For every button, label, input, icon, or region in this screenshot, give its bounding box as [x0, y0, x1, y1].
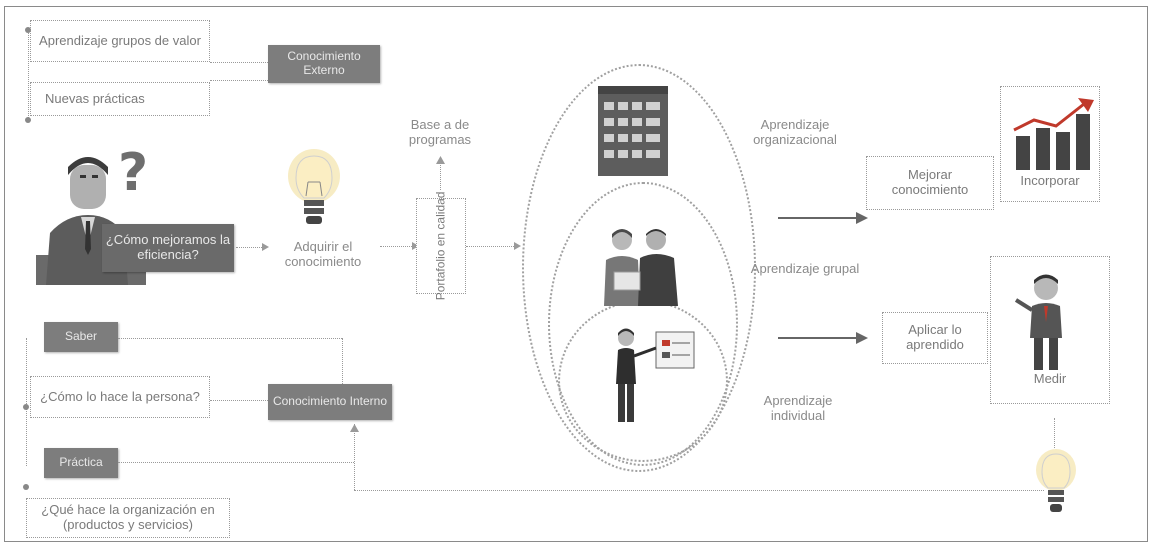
dot-top-2: [25, 117, 31, 123]
individual-learning-text: Aprendizaje individual: [763, 393, 833, 423]
connector-left-vert-bottom: [26, 338, 27, 466]
incorporate-text: Incorporar: [1020, 173, 1080, 189]
connector-bottom-vert: [354, 428, 355, 490]
org-learning-text: Aprendizaje organizacional: [753, 117, 837, 147]
arrow-head-icon: [262, 243, 269, 251]
how-to-do-text: ¿Cómo lo hace la persona?: [40, 388, 200, 404]
presenter-icon: [616, 328, 695, 422]
box-external-knowledge: Conocimiento Externo: [268, 45, 380, 83]
arrow-head-icon: [412, 242, 419, 250]
group-people-icon: [604, 229, 678, 306]
box-how-to-do: ¿Cómo lo hace la persona?: [30, 376, 210, 418]
org-learning-label: Aprendizaje organizacional: [730, 117, 860, 148]
ellipse-outer: [522, 64, 756, 472]
measure-text: Medir: [1033, 371, 1067, 387]
lightbulb-small-icon: [1036, 449, 1076, 512]
connector-ext-groups: [210, 62, 268, 63]
base-programs-label: Base a de programas: [390, 117, 490, 148]
lightbulb-icon: [288, 149, 340, 224]
waving-person-icon: [1014, 274, 1062, 370]
connector-know-internal: [118, 338, 342, 339]
box-practice: Práctica: [44, 448, 118, 478]
new-practices-text: Nuevas prácticas: [45, 90, 145, 106]
connector-internal-vert: [342, 338, 343, 384]
connector-bottom-return: [354, 490, 1044, 491]
what-org-does-text: ¿Qué hace la organización en (productos …: [41, 502, 215, 532]
svg-text:?: ?: [118, 143, 148, 203]
box-apply-learning: Aplicar lo aprendido: [882, 312, 988, 364]
connector-person-bulb: [236, 247, 266, 248]
connector-right-vert: [1054, 418, 1055, 448]
arrow-head-icon: [514, 242, 521, 250]
box-new-groups: Aprendizaje grupos de valor: [30, 20, 210, 62]
arrow-up-icon: [350, 424, 359, 432]
internal-knowledge-text: Conocimiento Interno: [272, 394, 388, 409]
vertical-box-text: Portafolio en calidad: [433, 191, 448, 301]
improve-knowledge-text: Mejorar conocimiento: [891, 167, 969, 197]
box-what-org-does: ¿Qué hace la organización en (productos …: [26, 498, 230, 538]
connector-left-vert-top: [28, 30, 29, 120]
building-icon: [598, 86, 668, 176]
arrow-right-icon: [778, 212, 868, 224]
dot-bottom-2: [23, 484, 29, 490]
group-learning-label: Aprendizaje grupal: [750, 261, 860, 277]
know-text: Saber: [64, 329, 98, 344]
arrow-up-icon: [436, 156, 445, 164]
box-new-practices: Nuevas prácticas: [30, 82, 210, 116]
diagram-frame: [4, 6, 1148, 542]
dot-bottom-1: [23, 404, 29, 410]
connector-base-up: [440, 158, 441, 190]
external-knowledge-text: Conocimiento Externo: [287, 49, 361, 77]
box-internal-knowledge: Conocimiento Interno: [268, 384, 392, 420]
ellipse-middle: [548, 182, 738, 466]
box-improve-knowledge: Mejorar conocimiento: [866, 156, 994, 210]
arrow-right-icon: [778, 332, 868, 344]
acquire-knowledge-label: Adquirir el conocimiento: [268, 239, 378, 270]
box-vertical: Portafolio en calidad: [416, 192, 466, 300]
group-learning-text: Aprendizaje grupal: [750, 261, 860, 276]
practice-text: Práctica: [59, 455, 103, 470]
apply-learning-text: Aplicar lo aprendido: [906, 322, 964, 352]
acquire-knowledge-text: Adquirir el conocimiento: [284, 239, 362, 269]
new-questions-text: ¿Cómo mejoramos la eficiencia?: [105, 232, 231, 262]
box-know: Saber: [44, 322, 118, 352]
connector-box-ellipse: [466, 246, 518, 247]
connector-practice-internal: [118, 462, 354, 463]
connector-ext-practices: [210, 80, 268, 81]
connector-how-internal: [210, 400, 268, 401]
base-programs-text: Base a de programas: [408, 117, 472, 147]
individual-learning-label: Aprendizaje individual: [738, 393, 858, 424]
box-new-questions: ¿Cómo mejoramos la eficiencia?: [102, 224, 234, 272]
new-groups-text: Aprendizaje grupos de valor: [39, 32, 201, 48]
bar-chart-up-icon: [1013, 98, 1094, 170]
dot-top-1: [25, 27, 31, 33]
connector-bulb-box: [380, 246, 416, 247]
